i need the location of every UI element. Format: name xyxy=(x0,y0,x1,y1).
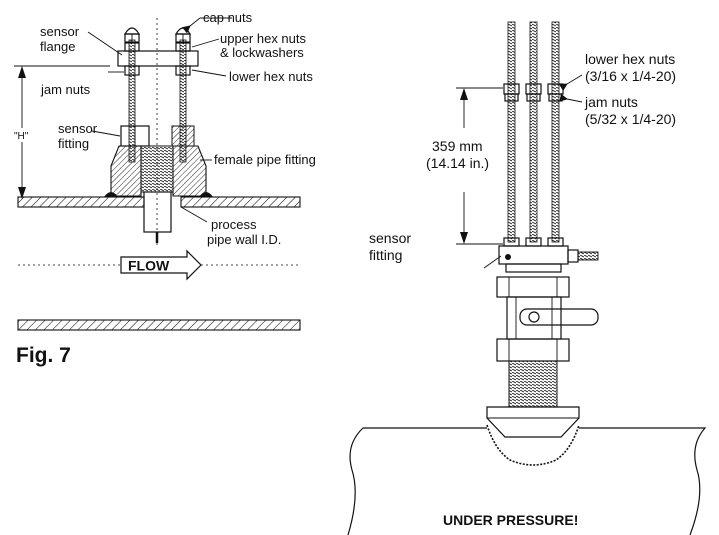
sensor-flange xyxy=(117,50,199,67)
label-process-1: process xyxy=(211,217,257,232)
rod-1 xyxy=(507,21,516,243)
left-diagram: "H" xyxy=(12,10,316,367)
leader-jam-nuts-right xyxy=(559,93,583,103)
valve-stem xyxy=(528,311,540,323)
jam-nut-1 xyxy=(504,93,519,102)
union-nut-lower xyxy=(496,338,570,362)
sensor-thread xyxy=(140,145,174,193)
pipe-fitting-left xyxy=(110,145,142,197)
left-upper-nut xyxy=(124,42,140,52)
label-sensor-flange-1: sensor xyxy=(40,24,80,39)
flow-label: FLOW xyxy=(128,258,170,274)
leader-sensor-flange xyxy=(87,31,123,56)
rod-3 xyxy=(551,21,560,243)
figure-caption: Fig. 7 xyxy=(16,344,71,367)
valve-body xyxy=(506,296,562,340)
right-cap-nut xyxy=(174,27,192,35)
flow-arrow xyxy=(120,249,202,281)
dim-arrow-top xyxy=(460,88,468,100)
label-sensor-fitting-right-1: sensor xyxy=(369,230,411,246)
label-jam-nuts: jam nuts xyxy=(40,82,91,97)
weld-fillet xyxy=(486,424,580,466)
right-lower-nut xyxy=(175,65,191,76)
leader-lower-hex-right xyxy=(558,74,583,92)
label-lower-hex-nuts-right-2: (3/16 x 1/4-20) xyxy=(585,68,676,84)
weld-right xyxy=(199,192,213,197)
label-process-2: pipe wall I.D. xyxy=(207,232,281,247)
weld-left xyxy=(104,192,118,197)
label-upper-hex-2: & lockwashers xyxy=(220,45,304,60)
h-dim-arrow-bottom xyxy=(18,187,26,199)
left-lower-nut xyxy=(124,65,140,76)
right-upper-nut xyxy=(175,42,191,52)
fitting-dot xyxy=(505,254,511,260)
side-port-fitting xyxy=(577,251,599,261)
pipe-outline xyxy=(347,427,707,535)
rod-2 xyxy=(529,21,538,243)
label-sensor-fitting-right-2: fitting xyxy=(369,247,402,263)
label-jam-nuts-right-2: (5/32 x 1/4-20) xyxy=(585,111,676,127)
left-cap-nut xyxy=(123,27,141,35)
label-lower-hex-nuts-right-1: lower hex nuts xyxy=(585,51,675,67)
label-female-pipe-fitting: female pipe fitting xyxy=(214,152,316,167)
label-lower-hex-nuts: lower hex nuts xyxy=(229,69,313,84)
weld-fitting xyxy=(486,406,580,438)
left-stud xyxy=(128,39,136,163)
label-cap-nuts: cap nuts xyxy=(203,10,253,25)
union-nut-upper xyxy=(496,276,570,298)
leader-sensor-fitting-right xyxy=(483,255,502,269)
h-dim-arrow-top xyxy=(18,66,26,78)
right-diagram: 359 mm (14.14 in.) xyxy=(347,21,707,535)
jam-nut-2 xyxy=(526,93,541,102)
label-sensor-fitting-1: sensor xyxy=(58,121,98,136)
label-jam-nuts-right-1: jam nuts xyxy=(584,94,638,110)
pipe-wall-top-right xyxy=(180,196,301,208)
dimension-in: (14.14 in.) xyxy=(426,155,489,171)
pipe-fitting-right xyxy=(172,145,207,197)
leader-cap-nuts xyxy=(182,17,201,34)
h-label: "H" xyxy=(14,131,29,142)
leader-lower-hex xyxy=(191,69,227,77)
label-sensor-fitting-2: fitting xyxy=(58,136,89,151)
pipe-wall-bottom xyxy=(17,319,301,331)
label-upper-hex-1: upper hex nuts xyxy=(220,31,307,46)
valve-handle xyxy=(519,308,599,326)
dimension-mm: 359 mm xyxy=(432,138,483,154)
leader-upper-hex xyxy=(191,38,220,48)
leader-sensor-fitting xyxy=(91,130,121,137)
pipe-wall-top-left xyxy=(17,196,145,208)
probe-stem xyxy=(143,191,172,233)
warning-under-pressure: UNDER PRESSURE! xyxy=(443,512,578,528)
threaded-nipple xyxy=(508,360,558,408)
label-sensor-flange-2: flange xyxy=(40,39,75,54)
dim-arrow-bottom xyxy=(460,232,468,244)
leader-process xyxy=(180,206,208,223)
sensor-fitting-hex-section xyxy=(171,125,195,147)
